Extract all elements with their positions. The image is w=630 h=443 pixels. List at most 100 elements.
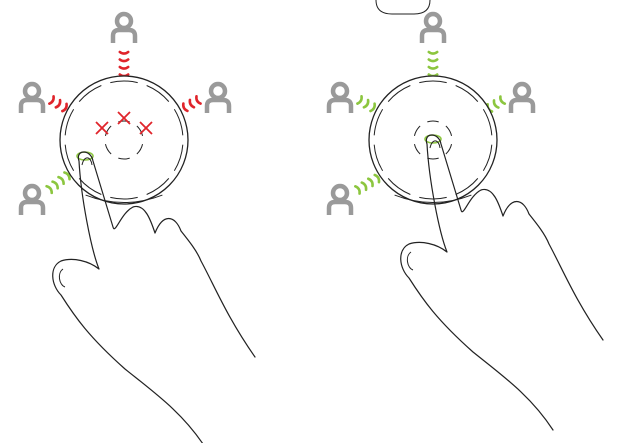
signal-arc (118, 50, 130, 55)
device-inner-dash (104, 144, 112, 155)
signal-arc (45, 184, 54, 195)
device-outer-ring (368, 75, 498, 205)
top-tab-outline (375, 0, 431, 15)
device-rim-segment (64, 108, 75, 136)
device-rim-segment (146, 85, 170, 102)
person-icon (18, 81, 46, 113)
device-rim-segment (173, 144, 184, 172)
signal-arc (48, 95, 55, 105)
person-head (22, 81, 42, 101)
device-rim-segment (387, 85, 411, 102)
signal-arc (362, 98, 370, 109)
pointing-hand-icon (400, 134, 604, 431)
device-rim-segment (78, 85, 102, 102)
person-icon (326, 81, 354, 113)
device-inner-dash (136, 144, 144, 155)
device-inner-dash (445, 144, 453, 155)
person-head (208, 81, 228, 101)
person-head (423, 11, 443, 31)
person-head (114, 11, 134, 31)
signal-arc (356, 95, 363, 105)
device-rim-segment (373, 144, 384, 172)
device-rim-segment (455, 85, 479, 102)
thumb-nail (406, 251, 414, 271)
signal-arc (366, 177, 374, 188)
signal-arc (427, 58, 439, 63)
device-inner-dash (445, 125, 453, 136)
person-head (330, 183, 350, 203)
device-rim-segment (173, 108, 184, 136)
device-rim-segment (482, 108, 493, 136)
device-rim-segment (387, 178, 411, 195)
device-inner-dash (118, 120, 130, 123)
signal-arc (63, 171, 71, 181)
person-body (326, 199, 354, 215)
device-outer-ring (59, 75, 189, 205)
signal-arc (54, 98, 62, 109)
person-head (330, 81, 350, 101)
round-device-icon (59, 75, 189, 205)
device-base-line (394, 194, 472, 203)
person-body (419, 27, 447, 43)
device-inner-dash (413, 144, 421, 155)
x-mark-stroke (139, 121, 153, 135)
device-rim-segment (110, 80, 138, 84)
person-icon (419, 11, 447, 43)
device-inner-dash (413, 125, 421, 136)
signal-arc (360, 181, 368, 192)
pointing-hand-icon (52, 151, 256, 443)
hand-outline (400, 134, 604, 431)
signal-arc (354, 185, 361, 195)
signal-arc (188, 98, 196, 109)
device-rim-segment (64, 144, 75, 172)
person-body (110, 27, 138, 43)
finger-nail (81, 157, 93, 166)
person-body (18, 97, 46, 113)
signal-arc (195, 94, 202, 105)
person-icon (18, 183, 46, 215)
signal-arc (427, 65, 439, 70)
person-icon (204, 81, 232, 113)
signal-arc (499, 95, 507, 105)
signal-arc (373, 173, 381, 184)
signal-arc (118, 65, 130, 70)
device-inner-dash (427, 157, 439, 160)
person-body (326, 97, 354, 113)
person-head (22, 183, 42, 203)
x-mark-icon (95, 121, 109, 135)
device-rim-segment (419, 196, 447, 200)
person-head (512, 81, 532, 101)
panel-blocked (18, 11, 256, 443)
device-inner-dash (136, 125, 144, 136)
device-inner-dash (427, 120, 439, 123)
finger-nail (429, 140, 441, 149)
device-rim-segment (373, 108, 384, 136)
device-rim-segment (482, 144, 493, 172)
device-rim-segment (78, 178, 102, 195)
person-body (204, 97, 232, 113)
device-inner-dash (118, 157, 130, 160)
x-mark-icon (139, 121, 153, 135)
device-rim-segment (419, 80, 447, 84)
device-inner-dash (104, 125, 112, 136)
signal-arc (427, 50, 439, 55)
panel-allowed (326, 0, 604, 431)
thumb-nail (58, 268, 66, 288)
x-mark-icon (117, 111, 131, 125)
device-rim-segment (146, 178, 170, 195)
person-body (18, 199, 46, 215)
signal-arc (61, 102, 68, 113)
signal-arc (118, 58, 130, 63)
signal-arc (57, 175, 65, 186)
signal-arc (51, 180, 59, 190)
signal-arc (492, 99, 500, 109)
device-rim-segment (110, 196, 138, 200)
person-icon (508, 81, 536, 113)
person-icon (326, 183, 354, 215)
round-device-icon (368, 75, 498, 205)
x-mark-stroke (117, 111, 131, 125)
device-base-line (85, 194, 163, 203)
signal-arc (181, 102, 189, 113)
